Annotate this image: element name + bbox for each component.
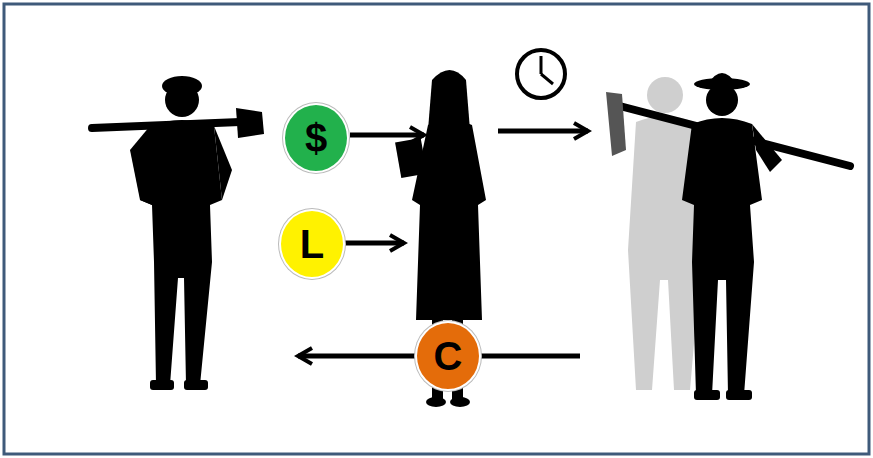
node-label: $ bbox=[305, 118, 327, 158]
payment-arrow bbox=[350, 133, 424, 138]
node-label: C bbox=[434, 336, 463, 376]
node-label: L bbox=[300, 224, 324, 264]
compensation-circle: C bbox=[415, 321, 481, 391]
time-arrow bbox=[498, 129, 588, 134]
labor-arrow bbox=[345, 241, 404, 246]
money-circle: $ bbox=[283, 103, 349, 173]
labor-circle: L bbox=[279, 209, 345, 279]
clock-icon bbox=[517, 50, 565, 98]
worker-silhouette bbox=[92, 76, 264, 390]
frame-border bbox=[4, 4, 869, 454]
farmer-silhouette bbox=[606, 73, 850, 400]
